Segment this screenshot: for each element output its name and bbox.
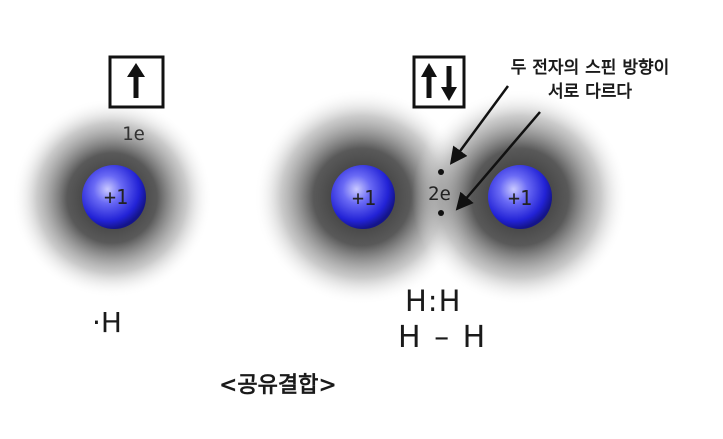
- spin-down-arrow-icon: [441, 66, 457, 101]
- annotation-arrow: [449, 85, 510, 165]
- shared-electron-dot: [438, 169, 444, 175]
- nucleus-single: [82, 165, 146, 229]
- shared-electron-dot: [438, 210, 444, 216]
- spin-annotation-line2: 서로 다르다: [547, 82, 633, 102]
- lewis-symbol-h: ·H: [92, 306, 122, 339]
- nucleus-left: [331, 165, 395, 229]
- spin-annotation: 두 전자의 스핀 방향이 서로 다르다: [470, 56, 710, 104]
- nucleus-charge-single: +1: [103, 185, 129, 209]
- nucleus-charge-left: +1: [351, 186, 377, 210]
- diagram-caption: <공유결합>: [219, 373, 337, 398]
- electron-count-shared: 2e: [428, 183, 451, 205]
- spin-annotation-line1: 두 전자의 스핀 방향이: [510, 58, 670, 78]
- nucleus-right: [488, 165, 552, 229]
- electron-count-single: 1e: [122, 123, 145, 145]
- spin-up-arrow-icon: [421, 63, 437, 98]
- annotation-arrow: [455, 111, 541, 211]
- spin-box-molecule: [412, 55, 466, 109]
- nucleus-charge-right: +1: [507, 186, 533, 210]
- lewis-structure-h2: H:H: [405, 284, 462, 318]
- line-structure-h2: H – H: [398, 320, 488, 355]
- spin-up-arrow-icon: [127, 63, 145, 98]
